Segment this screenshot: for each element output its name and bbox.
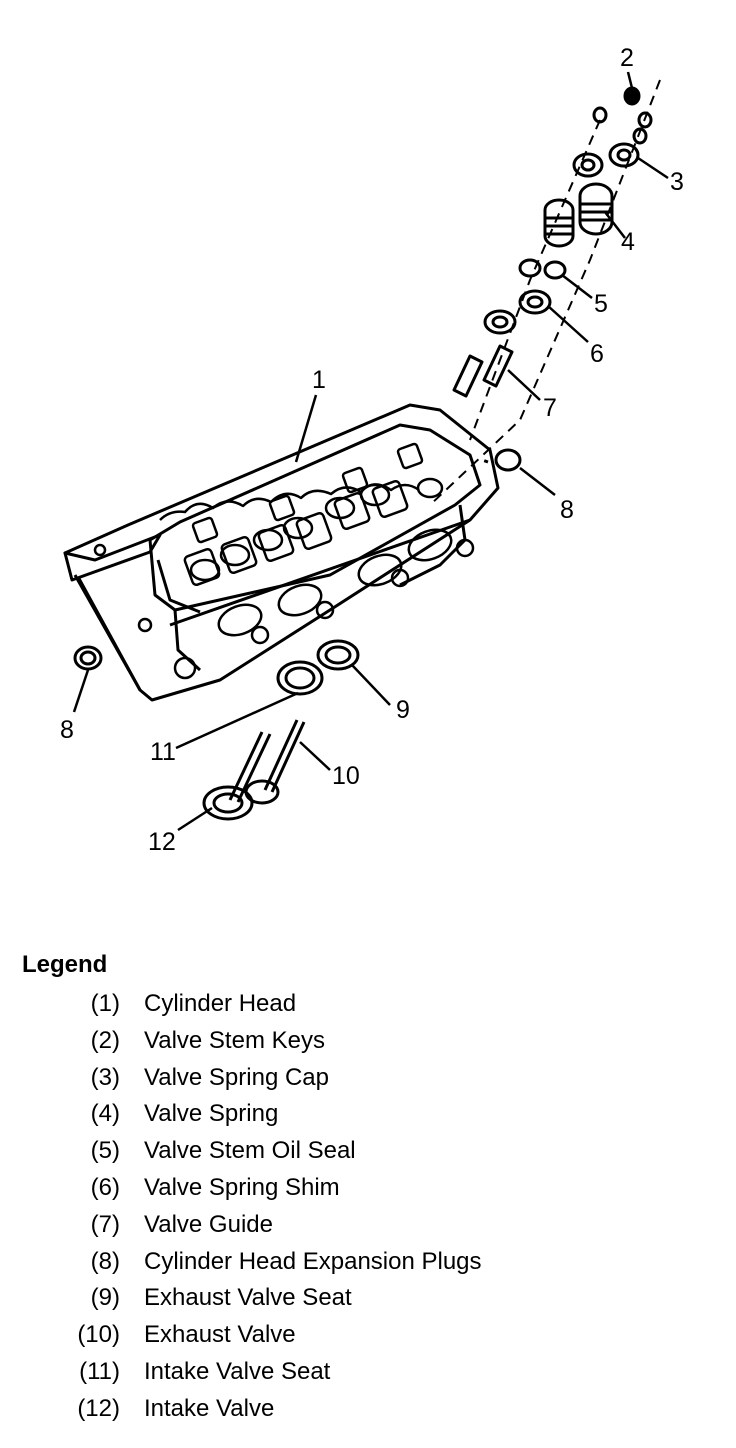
callout-8-left: 8: [60, 716, 74, 744]
callout-3: 3: [670, 168, 684, 196]
valve-springs: [543, 182, 614, 248]
callout-5: 5: [594, 290, 608, 318]
legend-item: (10) Exhaust Valve: [22, 1317, 722, 1354]
legend-label: Cylinder Head Expansion Plugs: [144, 1247, 482, 1275]
legend-label: Valve Spring Cap: [144, 1063, 329, 1091]
legend-number: (4): [90, 1100, 120, 1128]
valve-spring-caps: [572, 142, 640, 178]
valve-stem-oil-seals: [518, 258, 567, 280]
callout-4: 4: [621, 228, 635, 256]
legend-item: (9) Exhaust Valve Seat: [22, 1280, 722, 1317]
valve-stem-keys: [592, 86, 653, 145]
legend-number: (6): [90, 1173, 120, 1201]
legend-label: Intake Valve: [144, 1394, 275, 1422]
legend-number: (5): [90, 1137, 120, 1165]
cylinder-head: [63, 403, 500, 702]
legend-number: (7): [90, 1210, 120, 1238]
legend-item: (7) Valve Guide: [22, 1207, 722, 1244]
expansion-plug-right: [481, 448, 522, 472]
legend: Legend (1) Cylinder Head (2) Valve Stem Ke…: [22, 950, 722, 1428]
callout-1: 1: [312, 366, 326, 394]
legend-number: (8): [90, 1247, 120, 1275]
legend-item: (11) Intake Valve Seat: [22, 1354, 722, 1391]
legend-label: Valve Stem Oil Seal: [144, 1137, 356, 1165]
legend-number: (3): [90, 1063, 120, 1091]
callout-2: 2: [620, 44, 634, 72]
callout-6: 6: [590, 340, 604, 368]
legend-item: (3) Valve Spring Cap: [22, 1060, 722, 1097]
legend-label: Valve Spring Shim: [144, 1173, 340, 1201]
legend-item: (12) Intake Valve: [22, 1391, 722, 1428]
legend-number: (10): [77, 1321, 120, 1349]
callout-12: 12: [148, 828, 176, 856]
legend-number: (1): [90, 990, 120, 1017]
legend-number: (12): [77, 1394, 120, 1422]
legend-item: (2) Valve Stem Keys: [22, 1023, 722, 1060]
expansion-plug-left: [73, 645, 103, 671]
intake-valve-seat: [276, 660, 324, 696]
callout-9: 9: [396, 696, 410, 724]
leader-lines: [72, 71, 669, 832]
callout-7: 7: [543, 394, 557, 422]
legend-number: (9): [90, 1284, 120, 1312]
legend-item: (6) Valve Spring Shim: [22, 1170, 722, 1207]
legend-label: Valve Spring: [144, 1100, 279, 1128]
valve-spring-shims: [483, 289, 552, 335]
legend-number: (2): [90, 1026, 120, 1054]
legend-label: Cylinder Head: [144, 990, 297, 1017]
legend-title: Legend: [22, 951, 108, 978]
callout-11: 11: [150, 738, 176, 766]
legend-label: Valve Stem Keys: [144, 1026, 325, 1054]
valve-guides: [452, 344, 514, 398]
legend-label: Exhaust Valve Seat: [144, 1284, 352, 1312]
legend-item: (1) Cylinder Head: [22, 986, 722, 1023]
callout-10: 10: [332, 762, 360, 790]
exhaust-valve-seat: [316, 639, 360, 671]
intake-valve: [202, 731, 272, 821]
callout-8-right: 8: [560, 496, 574, 524]
legend-label: Exhaust Valve: [144, 1321, 296, 1349]
legend-label: Intake Valve Seat: [144, 1357, 331, 1385]
exhaust-valve: [244, 719, 306, 805]
legend-item: (4) Valve Spring: [22, 1096, 722, 1133]
legend-item: (8) Cylinder Head Expansion Plugs: [22, 1244, 722, 1281]
legend-label: Valve Guide: [144, 1210, 273, 1238]
cylinder-head-exploded-diagram: 1 2 3 4 5 6 7 8 8 9 10 11 12: [60, 44, 684, 856]
legend-item: (5) Valve Stem Oil Seal: [22, 1133, 722, 1170]
legend-number: (11): [79, 1357, 120, 1385]
